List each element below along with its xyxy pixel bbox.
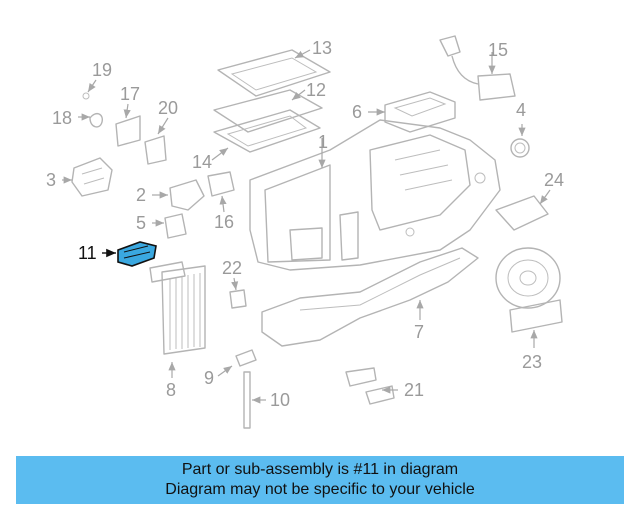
label-5: 5 xyxy=(136,213,146,233)
label-8: 8 xyxy=(166,380,176,400)
label-18: 18 xyxy=(52,108,72,128)
label-3: 3 xyxy=(46,170,56,190)
callout-labels: 1 2 3 4 5 6 7 8 9 10 11 12 13 14 15 16 1… xyxy=(46,38,564,410)
floor-duct-part xyxy=(261,247,479,347)
resistor-harness-part xyxy=(439,35,516,101)
caption-banner: Part or sub-assembly is #11 in diagram D… xyxy=(16,456,624,504)
case-top-part xyxy=(384,91,456,133)
part-11-highlighted xyxy=(117,241,157,267)
caption-line-1: Part or sub-assembly is #11 in diagram xyxy=(181,461,459,478)
filter-stack-part xyxy=(213,49,331,153)
label-19: 19 xyxy=(92,60,112,80)
small-parts xyxy=(71,92,549,429)
parts-diagram: 1 2 3 4 5 6 7 8 9 10 11 12 13 14 15 16 1… xyxy=(46,35,564,429)
label-7: 7 xyxy=(414,322,424,342)
label-23: 23 xyxy=(522,352,542,372)
label-20: 20 xyxy=(158,98,178,118)
label-9: 9 xyxy=(204,368,214,388)
label-13: 13 xyxy=(312,38,332,58)
label-1: 1 xyxy=(318,132,328,152)
label-2: 2 xyxy=(136,185,146,205)
label-6: 6 xyxy=(352,102,362,122)
label-16: 16 xyxy=(214,212,234,232)
caption-line-2: Diagram may not be specific to your vehi… xyxy=(165,481,475,498)
label-10: 10 xyxy=(270,390,290,410)
label-17: 17 xyxy=(120,84,140,104)
label-21: 21 xyxy=(404,380,424,400)
hvac-housing-part xyxy=(249,119,501,271)
label-22: 22 xyxy=(222,258,242,278)
leader-lines xyxy=(62,49,551,404)
label-14: 14 xyxy=(192,152,212,172)
label-15: 15 xyxy=(488,40,508,60)
label-24: 24 xyxy=(544,170,564,190)
label-11-highlighted: 11 xyxy=(78,243,97,263)
label-12: 12 xyxy=(306,80,326,100)
heater-core-part xyxy=(149,261,206,355)
label-4: 4 xyxy=(516,100,526,120)
blower-motor-part xyxy=(495,247,563,333)
